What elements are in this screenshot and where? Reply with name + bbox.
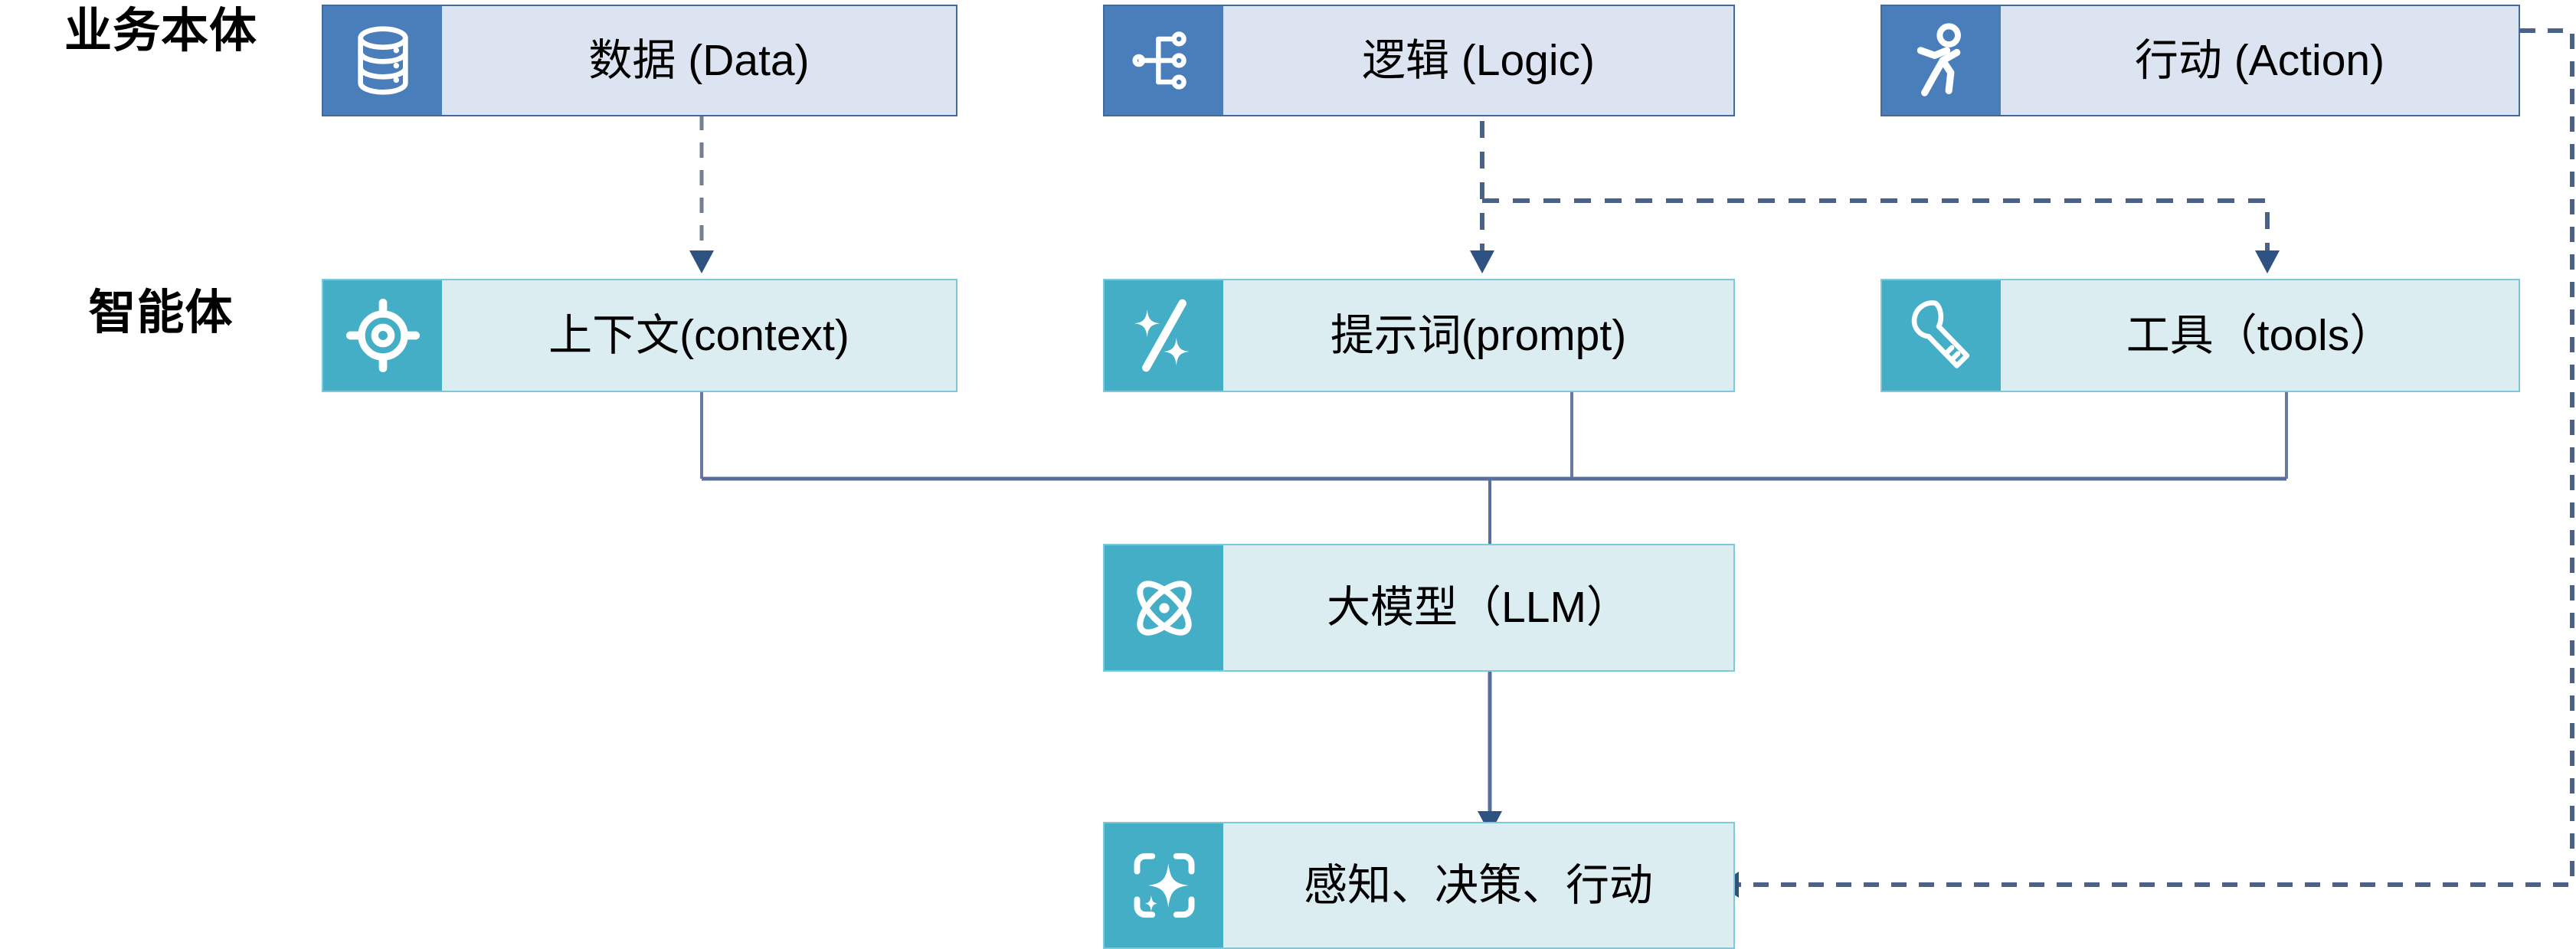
node-action-body: 行动 (Action): [2001, 6, 2519, 115]
database-icon: [323, 6, 442, 115]
node-context[interactable]: 上下文(context): [322, 279, 957, 392]
node-context-body: 上下文(context): [442, 280, 956, 391]
magic-wand-icon: [1105, 280, 1223, 391]
node-action[interactable]: 行动 (Action): [1880, 5, 2520, 116]
node-tools-body: 工具（tools）: [2001, 280, 2519, 391]
ai-sparkle-icon: [1105, 823, 1223, 947]
node-prompt-label: 提示词(prompt): [1330, 310, 1627, 360]
node-logic-label: 逻辑 (Logic): [1361, 35, 1596, 85]
node-tools[interactable]: 工具（tools）: [1880, 279, 2520, 392]
node-context-label: 上下文(context): [548, 310, 849, 360]
node-llm-label: 大模型（LLM）: [1327, 583, 1630, 633]
target-icon: [323, 280, 442, 391]
edge-agent-bus-to-llm: [700, 392, 2288, 556]
node-data-body: 数据 (Data): [442, 6, 956, 115]
row-label-business: 业务本体: [64, 5, 257, 57]
node-prompt[interactable]: 提示词(prompt): [1103, 279, 1735, 392]
edge-logic-to-tools: [1482, 198, 2280, 273]
edge-action-to-perceive: [1719, 28, 2574, 898]
node-data-label: 数据 (Data): [588, 35, 810, 85]
running-person-icon: [1882, 6, 2001, 115]
node-logic-body: 逻辑 (Logic): [1223, 6, 1733, 115]
node-tools-label: 工具（tools）: [2126, 310, 2394, 360]
node-perceive-label: 感知、决策、行动: [1304, 860, 1653, 910]
node-data[interactable]: 数据 (Data): [322, 5, 957, 116]
node-logic[interactable]: 逻辑 (Logic): [1103, 5, 1735, 116]
row-label-agent: 智能体: [88, 286, 234, 339]
node-llm-body: 大模型（LLM）: [1223, 545, 1733, 670]
node-action-label: 行动 (Action): [2134, 35, 2385, 85]
hierarchy-icon: [1105, 6, 1223, 115]
atom-icon: [1105, 545, 1223, 670]
node-perceive-body: 感知、决策、行动: [1223, 823, 1733, 947]
node-prompt-body: 提示词(prompt): [1223, 280, 1733, 391]
node-perceive[interactable]: 感知、决策、行动: [1103, 822, 1735, 949]
wrench-icon: [1882, 280, 2001, 391]
node-llm[interactable]: 大模型（LLM）: [1103, 544, 1735, 672]
